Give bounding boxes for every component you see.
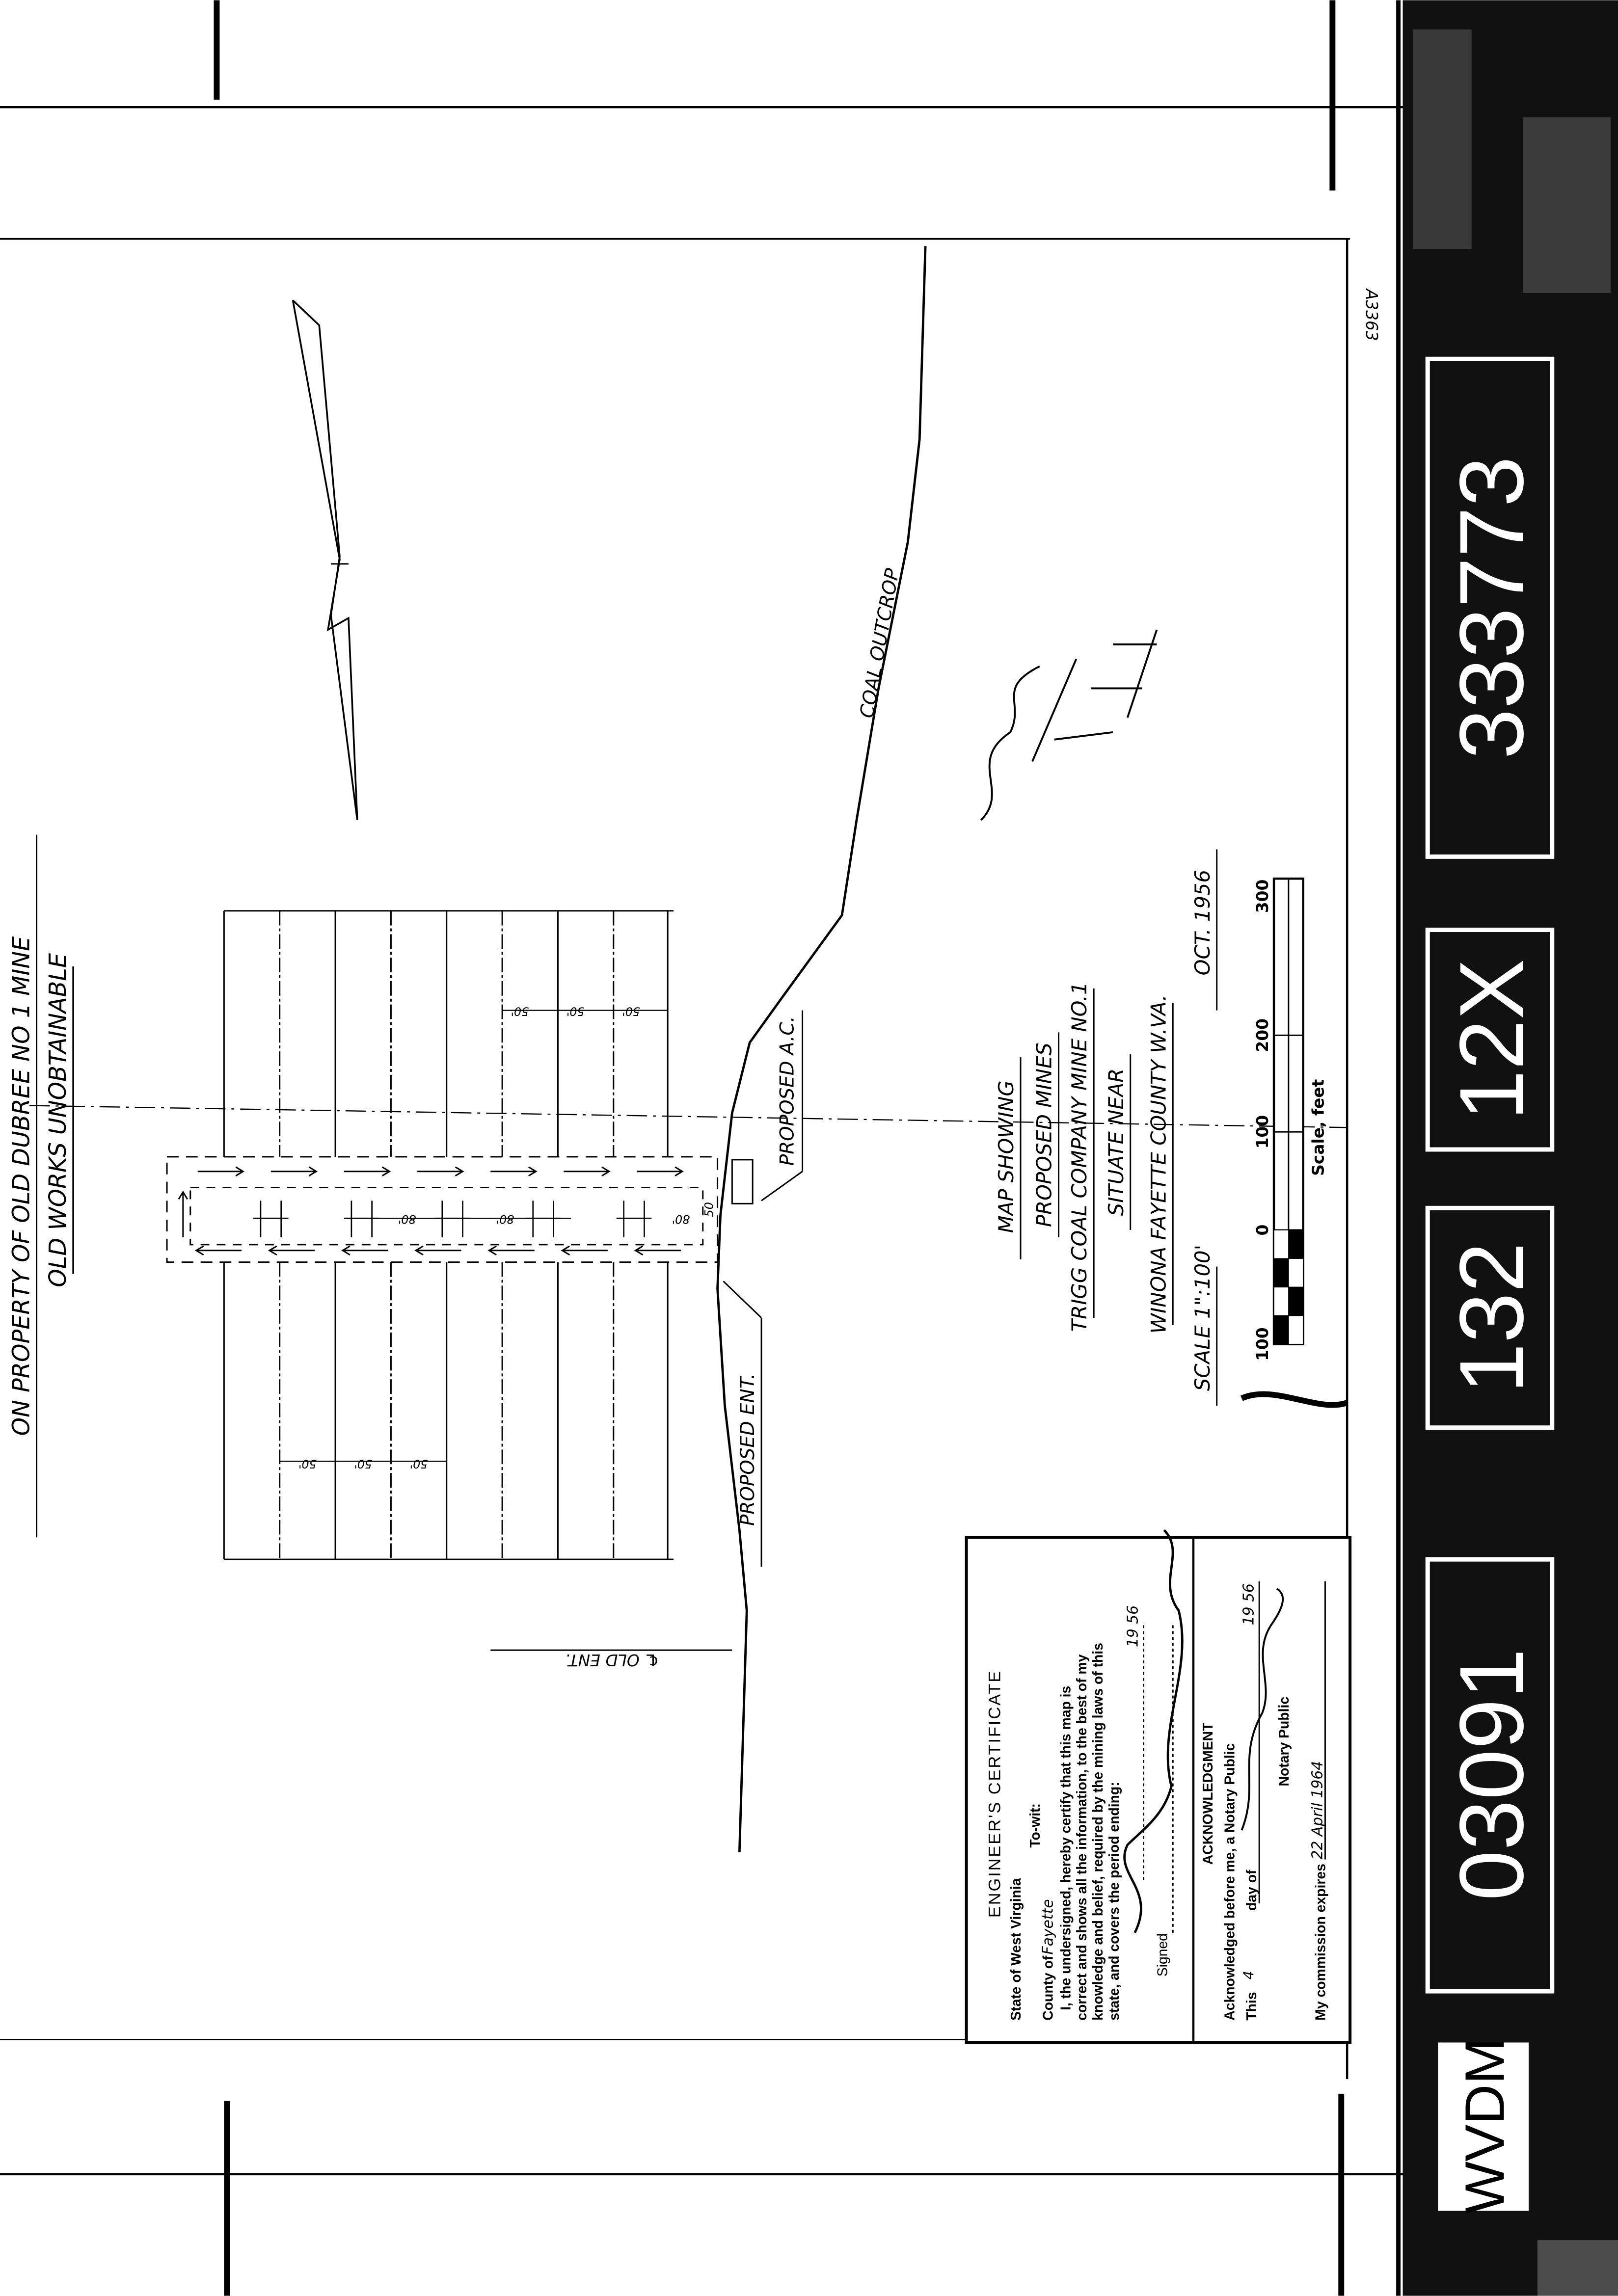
scale-checker-block	[1288, 1315, 1304, 1345]
film-roll: 03091	[1441, 1649, 1542, 1901]
scale-tick-0: 0	[1253, 1225, 1272, 1236]
certificate-period-year: 19 56	[1125, 1605, 1142, 1647]
intake-air-arrow	[270, 1166, 318, 1176]
intake-air-arrow	[490, 1166, 538, 1176]
film-archive: WVDM	[1454, 2038, 1516, 2214]
room-grid	[223, 910, 674, 1560]
return-air-arrow	[341, 1245, 388, 1256]
return-air-arrow	[634, 1245, 681, 1256]
dim-upper-2: 50'	[566, 1005, 585, 1018]
commission-value: 22 April 1964	[1309, 1761, 1326, 1860]
acknowledgment-body: Acknowledged before me, a Notary Public	[1222, 1743, 1238, 2021]
intake-air-arrow	[197, 1166, 245, 1176]
return-air-arrow	[194, 1245, 242, 1256]
scale-checker-block	[1288, 1287, 1303, 1316]
acknowledgment-day-of: day of	[1244, 1869, 1260, 1911]
film-reduction: 12X	[1441, 959, 1542, 1121]
sheet-frame	[0, 0, 1403, 2296]
coal-outcrop-line	[716, 246, 927, 1852]
filing-handwriting	[980, 629, 1158, 821]
title-line-1: MAP SHOWING	[994, 1080, 1018, 1233]
engineer-signature	[1123, 1529, 1184, 1933]
intake-air-arrow	[637, 1166, 684, 1176]
dim-lower-2: 50'	[354, 1457, 372, 1470]
title-line-2: PROPOSED MINES	[1032, 1042, 1056, 1227]
acknowledgment-day-value: 4	[1240, 1971, 1257, 1979]
stopping-symbol	[616, 1201, 652, 1237]
dim-upper-1: 50'	[511, 1005, 529, 1018]
acknowledgment-title: ACKNOWLEDGMENT	[1200, 1723, 1216, 1865]
scale-tick-100: 100	[1253, 1115, 1272, 1148]
dim-lower-3: 50'	[410, 1457, 428, 1470]
proposed-ent-label: PROPOSED ENT.	[737, 1373, 759, 1526]
certificate-state: State of West Virginia	[1008, 1878, 1024, 2020]
document-id: A3363	[1362, 288, 1381, 341]
scale-checker-block	[1273, 1229, 1289, 1259]
dim-lower-1: 50'	[298, 1457, 317, 1470]
acknowledgment-this: This	[1244, 1992, 1260, 2021]
certificate-county-label: County of	[1041, 1955, 1056, 2021]
title-line-5: WINONA FAYETTE COUNTY W.VA.	[1146, 994, 1170, 1334]
certificate-county-value: Fayette	[1040, 1899, 1057, 1954]
proposed-ac-label: PROPOSED A.C.	[777, 1016, 799, 1166]
film-frame: 132	[1441, 1242, 1542, 1394]
certificate-body-1: I, the undersigned, hereby certify that …	[1058, 1686, 1074, 2010]
scale-bar: 100 0 100 200 300 Scale, feet	[1240, 877, 1348, 1408]
scale-checker-block	[1288, 1258, 1304, 1288]
map-scale: SCALE 1":100'	[1190, 1245, 1214, 1391]
scale-tick-200: 200	[1253, 1018, 1272, 1052]
title-line-4: SITUATE NEAR	[1104, 1068, 1128, 1216]
title-line-3: TRIGG COAL COMPANY MINE NO.1	[1067, 982, 1091, 1332]
certificate-to-wit: To-wit:	[1027, 1803, 1043, 1848]
certificate-body-2: correct and shows all the information, t…	[1074, 1654, 1090, 2020]
film-serial: 333773	[1441, 456, 1542, 759]
scale-checker-block	[1273, 1286, 1289, 1316]
dimension-labels: 50' 50' 50' 50' 50' 50' 80' 80' 80' 50	[298, 1005, 716, 1471]
scale-checker-block	[1288, 1230, 1303, 1259]
property-note: ON PROPERTY OF OLD DUBREE NO 1 MINE	[8, 936, 35, 1436]
return-air-arrow	[561, 1245, 608, 1256]
title-underlines	[1020, 849, 1218, 1406]
main-entry	[166, 1156, 754, 1263]
scale-checker-block	[1274, 1315, 1289, 1344]
scale-label: Scale, feet	[1309, 1079, 1327, 1176]
certificate-signed-label: Signed	[1155, 1933, 1170, 1976]
stopping-symbol	[434, 1201, 470, 1237]
map-date: OCT. 1956	[1190, 870, 1214, 975]
engineers-certificate: ENGINEER'S CERTIFICATE State of West Vir…	[965, 1529, 1352, 2044]
acknowledgment-year: 19 56	[1240, 1583, 1257, 1625]
return-air-arrow	[268, 1245, 315, 1256]
old-works-outline	[292, 299, 358, 821]
certificate-body-3: knowledge and belief, required by the mi…	[1090, 1643, 1106, 2021]
dim-entry-3: 80'	[672, 1212, 690, 1226]
film-strip: 333773 12X 132 03091 WVDM	[1402, 0, 1618, 2296]
certificate-body-4: state, and covers the period ending:	[1106, 1782, 1122, 2020]
scale-checker-block	[1274, 1258, 1289, 1287]
title-block: MAP SHOWING PROPOSED MINES TRIGG COAL CO…	[994, 870, 1214, 1391]
scale-tick-100-left: 100	[1253, 1327, 1272, 1361]
notary-signature	[1240, 1588, 1284, 1831]
dim-entry-1: 80'	[398, 1212, 416, 1226]
crosscut-arrow	[178, 1190, 189, 1237]
old-ent-label: ℄ OLD ENT.	[565, 1651, 659, 1669]
old-works-note: OLD WORKS UNOBTAINABLE	[45, 953, 72, 1287]
dim-entry-2: 80'	[496, 1212, 514, 1226]
intake-air-arrow	[417, 1166, 464, 1176]
intake-air-arrow	[564, 1166, 611, 1176]
scale-tick-300: 300	[1253, 880, 1272, 913]
certificate-title: ENGINEER'S CERTIFICATE	[985, 1670, 1004, 1918]
intake-air-arrow	[344, 1166, 391, 1176]
stopping-symbol	[525, 1201, 561, 1237]
notary-public-label: Notary Public	[1276, 1697, 1292, 1787]
commission-label: My commission expires	[1313, 1864, 1328, 2021]
stopping-symbol	[344, 1201, 379, 1237]
return-air-arrow	[414, 1245, 461, 1256]
stopping-symbol	[253, 1201, 289, 1237]
dim-entry-width: 50	[702, 1202, 716, 1217]
return-air-arrow	[487, 1245, 535, 1256]
coal-outcrop-label: COAL OUTCROP	[856, 566, 904, 720]
dim-upper-3: 50'	[622, 1005, 640, 1018]
